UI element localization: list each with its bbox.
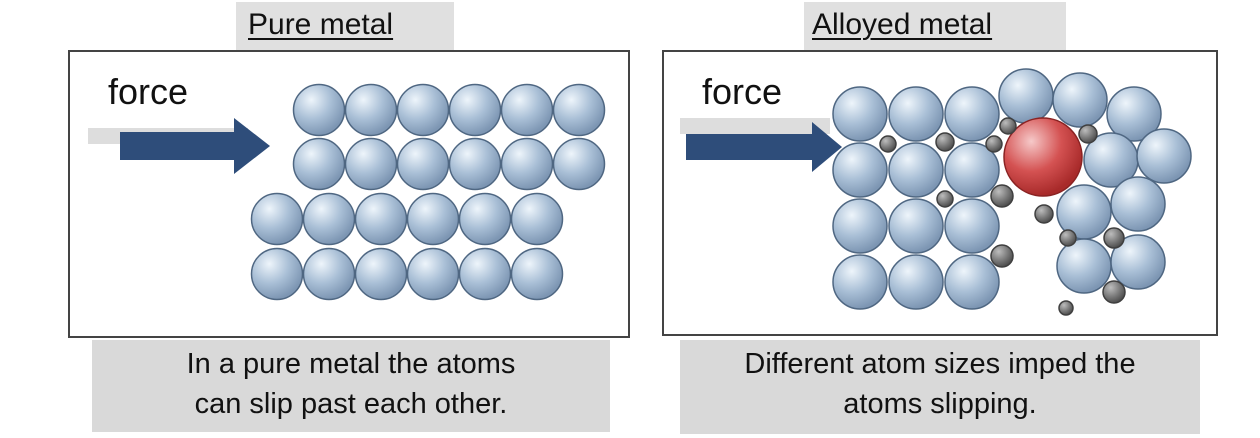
metal-atom xyxy=(832,86,888,142)
metal-atom xyxy=(292,137,346,191)
metal-atom xyxy=(1110,234,1166,290)
pure-caption-line-1: In a pure metal the atoms xyxy=(186,348,516,380)
pure-metal-title: Pure metal xyxy=(248,8,394,41)
alloy-caption-line-1: Different atom sizes imped the xyxy=(744,348,1136,380)
metal-atom xyxy=(396,83,450,137)
metal-atom xyxy=(344,137,398,191)
small-alloy-atom xyxy=(879,135,897,153)
small-alloy-atom xyxy=(935,132,955,152)
metal-atom xyxy=(406,192,460,246)
small-alloy-atom xyxy=(1059,229,1077,247)
small-alloy-atom xyxy=(985,135,1003,153)
alloyed-metal-panel: force xyxy=(662,50,1218,336)
metal-atom xyxy=(888,86,944,142)
metal-atom xyxy=(510,192,564,246)
pure-atom-lattice xyxy=(250,83,606,301)
metal-atom xyxy=(302,247,356,301)
metal-atom xyxy=(396,137,450,191)
metal-atom xyxy=(354,247,408,301)
metal-atom xyxy=(944,254,1000,310)
alloy-force-label: force xyxy=(702,71,782,112)
alloy-atom-lattice xyxy=(832,68,1192,316)
metal-atom xyxy=(998,68,1054,124)
pure-caption-line-2: can slip past each other. xyxy=(194,388,508,420)
alloy-caption-line-2: atoms slipping. xyxy=(843,388,1037,420)
metal-atom xyxy=(448,83,502,137)
metal-atom xyxy=(944,86,1000,142)
metal-atom xyxy=(458,247,512,301)
metal-atom xyxy=(1052,72,1108,128)
metal-atom xyxy=(888,198,944,254)
small-alloy-atom xyxy=(1102,280,1126,304)
metal-atom xyxy=(448,137,502,191)
metal-atom xyxy=(1110,176,1166,232)
alloy-arrow-shadow xyxy=(680,118,830,134)
pure-caption-box: In a pure metal the atoms can slip past … xyxy=(92,340,610,432)
metal-atom xyxy=(250,247,304,301)
small-alloy-atom xyxy=(990,244,1014,268)
small-alloy-atom xyxy=(1058,300,1074,316)
small-alloy-atom xyxy=(990,184,1014,208)
small-alloy-atom xyxy=(1103,227,1125,249)
small-alloy-atom xyxy=(1034,204,1054,224)
metal-atom xyxy=(832,198,888,254)
alloyed-metal-diagram: force xyxy=(680,68,1192,316)
metal-atom xyxy=(292,83,346,137)
pure-metal-diagram: force xyxy=(88,71,606,301)
metal-atom xyxy=(1056,238,1112,294)
metal-atom xyxy=(458,192,512,246)
metal-atom xyxy=(500,137,554,191)
pure-title-background xyxy=(236,2,454,50)
metal-atom xyxy=(406,247,460,301)
metal-atom xyxy=(302,192,356,246)
metal-atom xyxy=(344,83,398,137)
metal-atom xyxy=(832,254,888,310)
large-impurity-atom xyxy=(1003,117,1083,197)
metal-atom xyxy=(944,142,1000,198)
pure-force-arrow xyxy=(120,118,270,174)
metal-atom xyxy=(500,83,554,137)
metal-atom xyxy=(832,142,888,198)
metal-atom xyxy=(888,254,944,310)
metal-atom xyxy=(888,142,944,198)
metal-atom xyxy=(1136,128,1192,184)
small-alloy-atom xyxy=(936,190,954,208)
alloy-force-arrow xyxy=(686,122,842,172)
small-alloy-atom xyxy=(1078,124,1098,144)
alloy-title-background xyxy=(804,2,1066,50)
metal-atom xyxy=(1106,86,1162,142)
metal-atom xyxy=(510,247,564,301)
metal-atom xyxy=(552,137,606,191)
small-alloy-atom xyxy=(999,117,1017,135)
metal-atom xyxy=(944,198,1000,254)
alloyed-metal-title: Alloyed metal xyxy=(812,8,993,41)
metal-atom xyxy=(552,83,606,137)
metal-atom xyxy=(354,192,408,246)
pure-metal-panel: force xyxy=(68,50,630,338)
metal-atom xyxy=(250,192,304,246)
alloy-caption-box: Different atom sizes imped the atoms sli… xyxy=(680,340,1200,434)
pure-force-label: force xyxy=(108,71,188,112)
